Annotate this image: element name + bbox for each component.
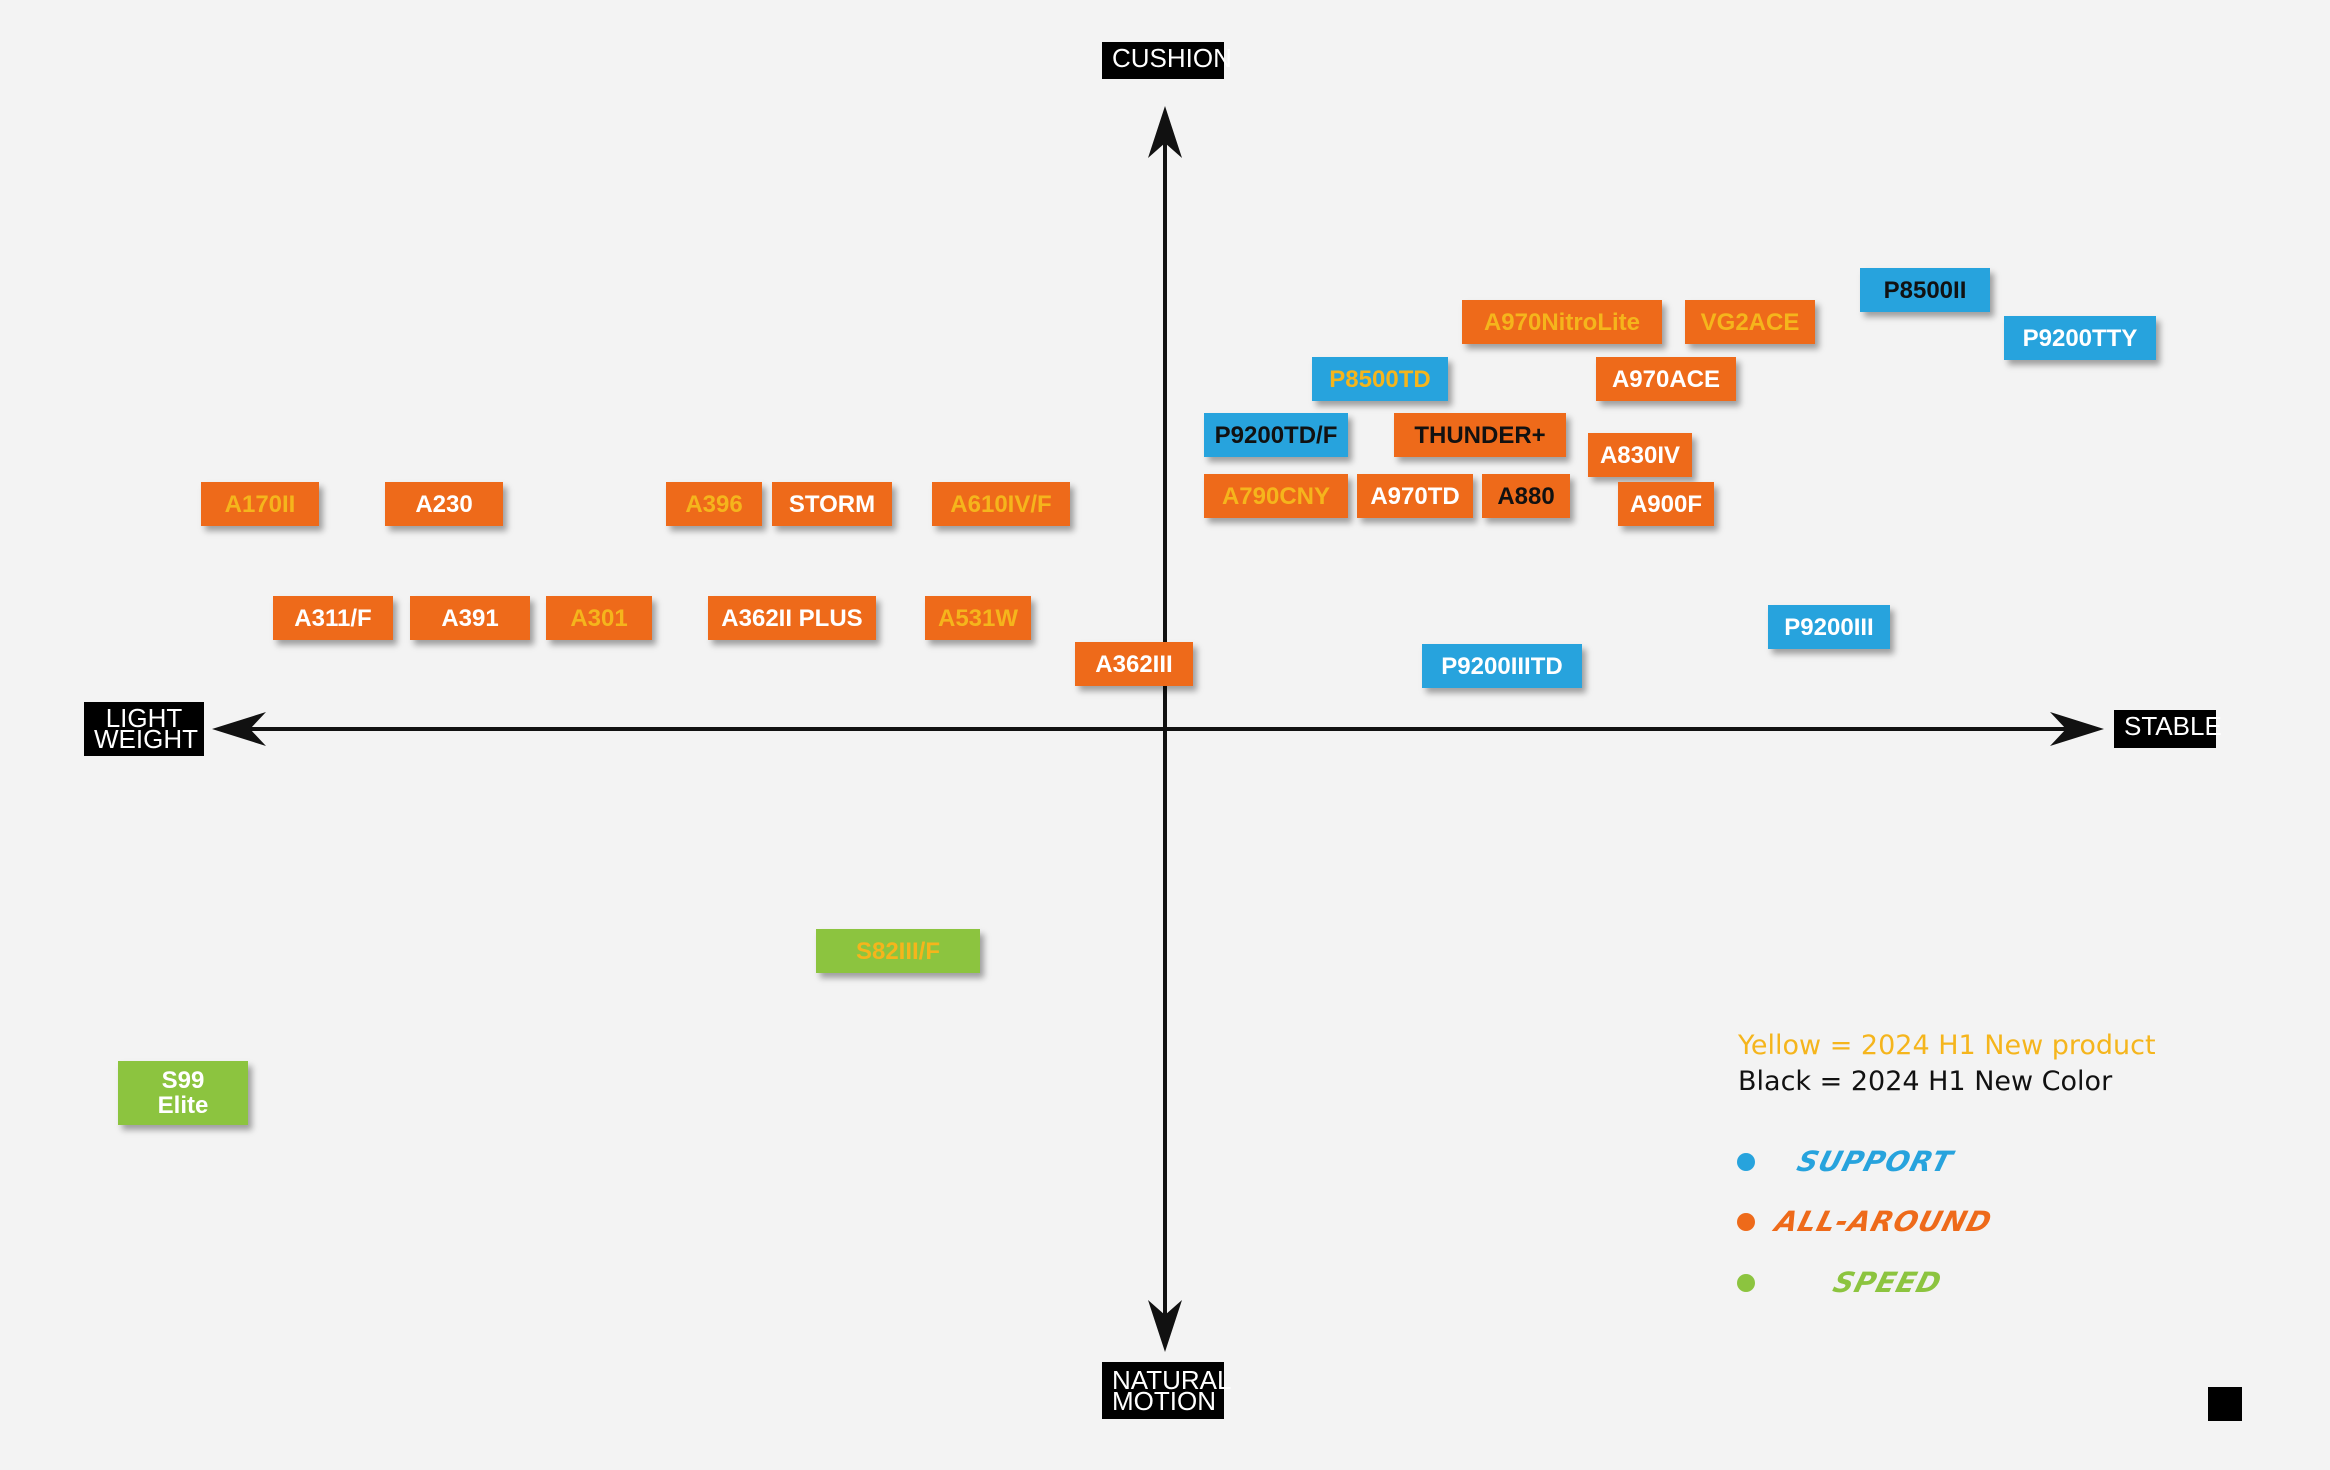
product-tag-a170ii: A170II	[201, 482, 319, 526]
product-tag-a970nitrolite: A970NitroLite	[1462, 300, 1662, 344]
product-tag-vg2ace: VG2ACE	[1685, 300, 1815, 344]
legend-label-support: SUPPORT	[1793, 1145, 1957, 1178]
arrow-down-icon	[1148, 1300, 1182, 1352]
legend-dot-support	[1737, 1153, 1755, 1171]
product-tag-a790cny: A790CNY	[1204, 474, 1348, 518]
product-tag-a362ii-plus: A362II PLUS	[708, 596, 876, 640]
axis-label-light-weight: LIGHT WEIGHT	[84, 702, 204, 756]
product-tag-p9200iiitd: P9200IIITD	[1422, 644, 1582, 688]
product-tag-a391: A391	[410, 596, 530, 640]
axis-label-stable: STABLE	[2114, 710, 2222, 748]
product-tag-a610iv-f: A610IV/F	[932, 482, 1070, 526]
legend-label-speed: SPEED	[1829, 1266, 1946, 1299]
legend-note-new-product: Yellow = 2024 H1 New product	[1738, 1030, 2156, 1061]
axis-label-natural-motion: NATURAL MOTION	[1102, 1362, 1231, 1419]
legend-dot-speed	[1737, 1274, 1755, 1292]
product-tag-thunder: THUNDER+	[1394, 413, 1566, 457]
product-tag-a880: A880	[1482, 474, 1570, 518]
product-tag-storm: STORM	[772, 482, 892, 526]
legend-note-new-color: Black = 2024 H1 New Color	[1738, 1066, 2113, 1097]
product-tag-s82iii-f: S82III/F	[816, 929, 980, 973]
product-tag-a531w: A531W	[925, 596, 1031, 640]
product-tag-a830iv: A830IV	[1588, 433, 1692, 477]
product-tag-s99-elite: S99 Elite	[118, 1061, 248, 1125]
product-tag-a970td: A970TD	[1357, 474, 1473, 518]
product-tag-a311-f: A311/F	[273, 596, 393, 640]
corner-square	[2208, 1387, 2242, 1421]
arrow-up-icon	[1148, 106, 1182, 158]
arrow-right-icon	[2050, 712, 2104, 746]
legend-label-all-around: ALL-AROUND	[1771, 1205, 1996, 1238]
product-tag-a230: A230	[385, 482, 503, 526]
product-tag-p9200td-f: P9200TD/F	[1204, 413, 1348, 457]
legend-dot-all-around	[1737, 1213, 1755, 1231]
product-tag-a362iii: A362III	[1075, 642, 1193, 686]
product-tag-a900f: A900F	[1618, 482, 1714, 526]
product-tag-p8500ii: P8500II	[1860, 268, 1990, 312]
product-tag-p9200tty: P9200TTY	[2004, 316, 2156, 360]
product-tag-a301: A301	[546, 596, 652, 640]
axis-label-cushion: CUSHION	[1102, 42, 1232, 79]
product-tag-a396: A396	[666, 482, 762, 526]
product-tag-p8500td: P8500TD	[1312, 357, 1448, 401]
arrow-left-icon	[212, 712, 266, 746]
product-tag-a970ace: A970ACE	[1596, 357, 1736, 401]
product-tag-p9200iii: P9200III	[1768, 605, 1890, 649]
